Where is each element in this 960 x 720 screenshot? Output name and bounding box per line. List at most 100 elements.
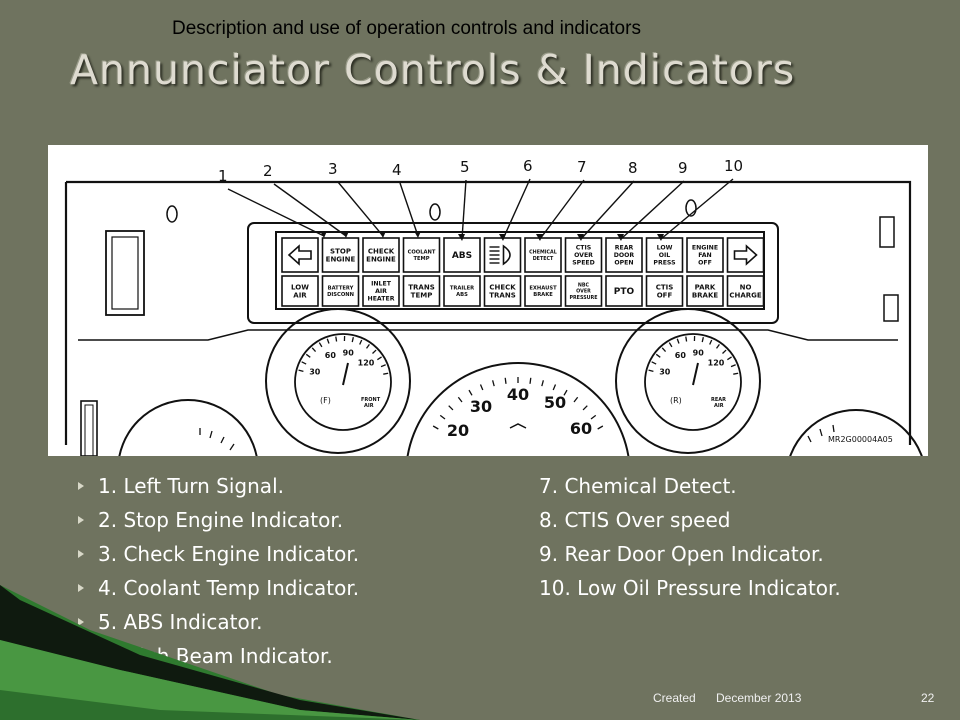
speedometer-tick-label: 30 (470, 397, 492, 416)
callout-number: 2 (263, 162, 273, 180)
cell-label: TEMP (411, 292, 433, 300)
speedometer-tick-label: 60 (570, 419, 592, 438)
bullet-item: 7. Chemical Detect. (539, 469, 841, 503)
cell-label: PARK (695, 283, 716, 291)
cell-label: ABS (452, 251, 472, 261)
gauge-tick-label: 60 (325, 351, 337, 360)
footer-date: December 2013 (716, 691, 802, 705)
callout-number: 4 (392, 161, 402, 179)
bullet-item: 3. Check Engine Indicator. (78, 537, 359, 571)
annunciator-cell: ABS (443, 237, 481, 273)
cell-label: OVER (574, 252, 593, 259)
cell-label: REAR (615, 245, 634, 252)
cell-label: DETECT (533, 256, 554, 262)
cell-label: BATTERY (328, 286, 354, 292)
footer-created: Created (653, 691, 696, 705)
callout: 6 (499, 157, 533, 241)
bullet-arrow-icon (78, 618, 84, 626)
callout: 9 (617, 159, 688, 241)
svg-text:(F): (F) (320, 396, 331, 405)
gauge-tick-label: 120 (708, 359, 725, 368)
callout-number: 10 (724, 157, 743, 175)
gauge-tick-label: 120 (358, 359, 375, 368)
gauge-tick-label: 30 (309, 368, 321, 377)
bullet-item: 1. Left Turn Signal. (78, 469, 359, 503)
bullet-text: 5. ABS Indicator. (98, 610, 263, 634)
cell-label: HEATER (368, 296, 395, 303)
cell-label: CHECK (368, 247, 395, 255)
cell-label: TRAILER (450, 286, 474, 292)
annunciator-cell (726, 237, 765, 273)
annunciator-cell (483, 237, 522, 273)
callout: 8 (577, 159, 638, 241)
svg-text:(R): (R) (670, 396, 682, 405)
cell-label: DOOR (614, 252, 635, 259)
cell-label: FAN (698, 252, 711, 259)
bullet-arrow-icon (78, 550, 84, 558)
cell-label: OIL (659, 252, 671, 259)
cell-label: COOLANT (408, 250, 436, 256)
callout: 7 (536, 158, 587, 241)
cell-label: STOP (330, 247, 351, 255)
cell-label: OFF (657, 292, 673, 300)
callout-number: 3 (328, 160, 338, 178)
bullet-arrow-icon (78, 482, 84, 490)
cell-label: CHARGE (729, 292, 762, 300)
bullet-text: 1. Left Turn Signal. (98, 474, 284, 498)
bullet-text: 3. Check Engine Indicator. (98, 542, 360, 566)
cell-label: PRESS (653, 260, 675, 267)
cell-label: TEMP (413, 256, 429, 262)
gauge-tick-label: 60 (675, 351, 687, 360)
cell-label: AIR (375, 288, 387, 295)
cell-label: CHECK (489, 283, 516, 291)
callout: 3 (328, 160, 386, 238)
callout: 4 (392, 161, 421, 238)
cell-label: PRESSURE (569, 295, 597, 301)
bullet-item: 4. Coolant Temp Indicator. (78, 571, 359, 605)
left-turn-arrow-icon (287, 244, 312, 266)
cell-label: ENGINE (366, 256, 396, 264)
speedometer-tick-label: 50 (544, 393, 566, 412)
bullet-item: 8. CTIS Over speed (539, 503, 841, 537)
cell-label: NO (740, 283, 752, 291)
bullet-arrow-icon (78, 516, 84, 524)
slide-caption: Description and use of operation control… (172, 18, 641, 39)
cell-label: CHEMICAL (529, 250, 557, 256)
slide-title: Annunciator Controls & Indicators (70, 46, 796, 94)
speedometer-tick-label: 20 (447, 421, 469, 440)
bullet-text: 9. Rear Door Open Indicator. (539, 542, 824, 566)
cell-label: NBC (578, 283, 590, 289)
bullet-item: 5. ABS Indicator. (78, 605, 359, 639)
cell-label: ABS (456, 292, 468, 298)
cell-label: LOW (291, 283, 309, 291)
cell-label: BRAKE (692, 292, 719, 300)
bullet-text: 7. Chemical Detect. (539, 474, 737, 498)
callout-number: 5 (460, 158, 470, 176)
cell-label: SPEED (572, 260, 595, 267)
callout: 5 (458, 158, 470, 241)
bullet-item: 10. Low Oil Pressure Indicator. (539, 571, 841, 605)
cell-label: OFF (698, 260, 712, 267)
callout-number: 9 (678, 159, 688, 177)
callout: 2 (263, 162, 349, 238)
bullet-text: 10. Low Oil Pressure Indicator. (539, 576, 841, 600)
cell-label: OVER (576, 289, 591, 295)
cell-label: CTIS (656, 283, 674, 291)
